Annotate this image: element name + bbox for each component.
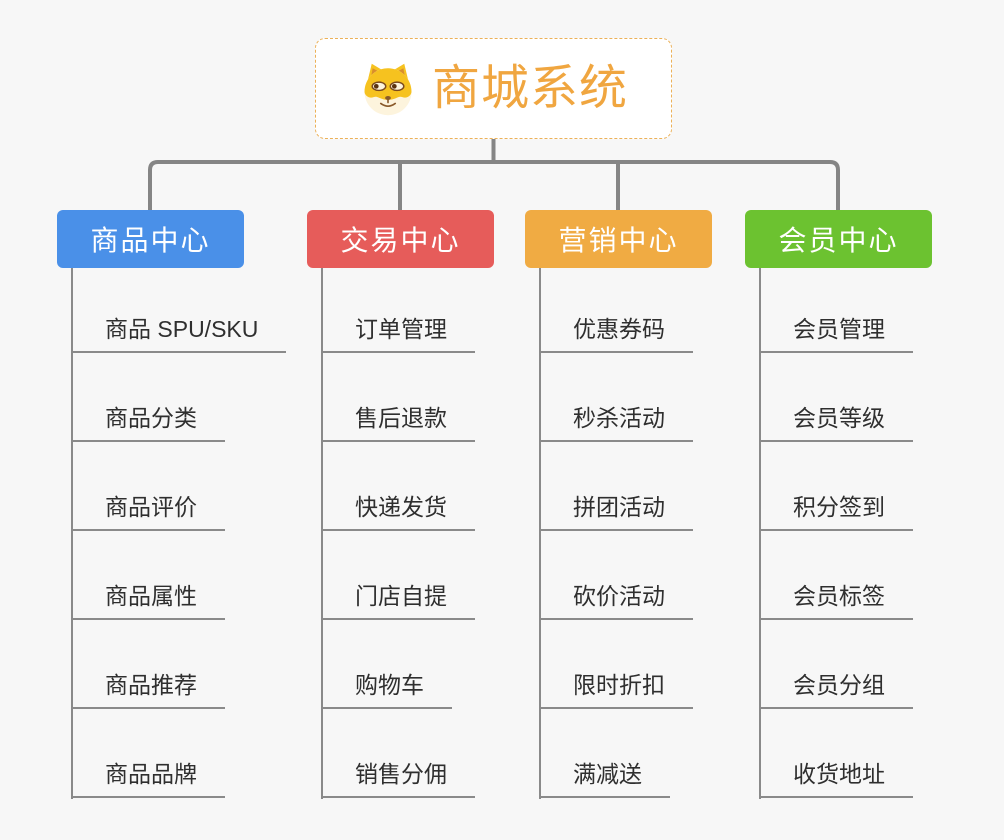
leaf-node[interactable]: 商品属性 xyxy=(71,581,225,620)
leaf-node[interactable]: 商品 SPU/SKU xyxy=(71,314,287,353)
leaf-node[interactable]: 会员标签 xyxy=(759,581,913,620)
branch-header-member-center[interactable]: 会员中心 xyxy=(745,210,932,268)
leaf-node[interactable]: 商品分类 xyxy=(71,403,225,442)
root-node-title: 商城系统 xyxy=(431,61,628,115)
branch-header-product-center[interactable]: 商品中心 xyxy=(57,210,244,268)
branch-trunk-line xyxy=(759,268,761,799)
branch-marketing-center: 营销中心 优惠券码 秒杀活动 拼团活动 砍价活动 限时折扣 满减送 xyxy=(525,0,785,840)
branch-trunk-line xyxy=(321,268,323,799)
branch-member-center: 会员中心 会员管理 会员等级 积分签到 会员标签 会员分组 收货地址 xyxy=(745,0,1004,840)
leaf-node[interactable]: 优惠券码 xyxy=(539,314,693,353)
root-node-mall-system[interactable]: 商城系统 xyxy=(315,38,672,139)
leaf-node[interactable]: 商品评价 xyxy=(71,492,225,531)
leaf-node[interactable]: 会员等级 xyxy=(759,403,913,442)
leaf-node[interactable]: 订单管理 xyxy=(321,314,475,353)
branch-trunk-line xyxy=(71,268,73,799)
leaf-node[interactable]: 会员管理 xyxy=(759,314,913,353)
branch-trade-center: 交易中心 订单管理 售后退款 快递发货 门店自提 购物车 销售分佣 xyxy=(307,0,567,840)
branch-header-marketing-center[interactable]: 营销中心 xyxy=(525,210,712,268)
leaf-node[interactable]: 收货地址 xyxy=(759,759,913,798)
branch-trunk-line xyxy=(539,268,541,799)
branch-product-center: 商品中心 商品 SPU/SKU 商品分类 商品评价 商品属性 商品推荐 商品品牌 xyxy=(57,0,317,840)
leaf-node[interactable]: 售后退款 xyxy=(321,403,475,442)
leaf-node[interactable]: 购物车 xyxy=(321,670,452,709)
leaf-node[interactable]: 会员分组 xyxy=(759,670,913,709)
leaf-node[interactable]: 商品推荐 xyxy=(71,670,225,709)
leaf-node[interactable]: 门店自提 xyxy=(321,581,475,620)
leaf-node[interactable]: 满减送 xyxy=(539,759,670,798)
leaf-node[interactable]: 秒杀活动 xyxy=(539,403,693,442)
leaf-node[interactable]: 快递发货 xyxy=(321,492,475,531)
leaf-node[interactable]: 砍价活动 xyxy=(539,581,693,620)
branch-header-trade-center[interactable]: 交易中心 xyxy=(307,210,494,268)
leaf-node[interactable]: 销售分佣 xyxy=(321,759,475,798)
doge-face-icon xyxy=(364,63,412,115)
leaf-node[interactable]: 限时折扣 xyxy=(539,670,693,709)
leaf-node[interactable]: 拼团活动 xyxy=(539,492,693,531)
leaf-node[interactable]: 积分签到 xyxy=(759,492,913,531)
leaf-node[interactable]: 商品品牌 xyxy=(71,759,225,798)
